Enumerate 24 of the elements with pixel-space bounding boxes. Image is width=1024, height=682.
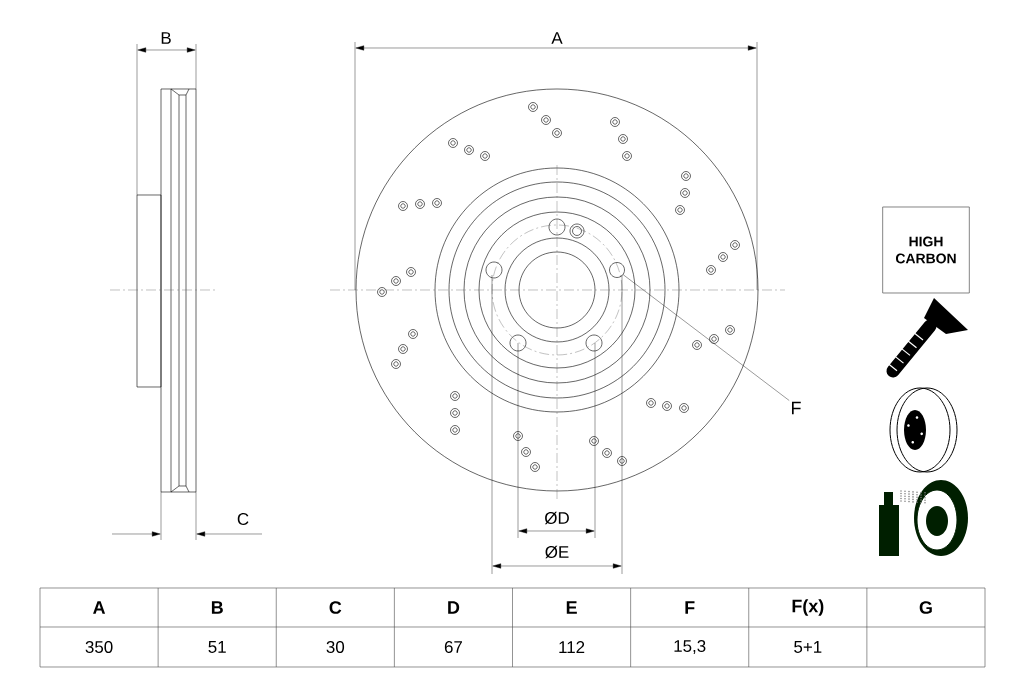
column-header: E [566,601,577,614]
value-text: 5+1 [794,641,822,653]
column-header: F [685,601,695,614]
leader-line [623,274,790,401]
column-header: D [448,601,460,614]
column-header: B [211,601,223,614]
value-text: 15,3 [674,640,706,654]
material-badge: HIGH CARBON [882,206,970,294]
dimension-label: B [161,32,171,44]
value-text: 112 [559,641,585,653]
column-header: C [329,601,342,614]
column-header: G [919,601,932,614]
dimension-label: ØD [544,511,569,525]
dimension-label: A [551,32,563,44]
value-text: 350 [85,641,113,653]
value-text: 30 [326,641,345,653]
callout-letter: F [792,401,801,415]
dimension-label: C [237,513,249,525]
dimension-label: ØE [545,545,569,559]
value-text: 51 [208,641,226,653]
bolt-hole [609,262,625,278]
column-header: A [93,601,106,614]
column-header: F(x) [792,599,824,616]
value-text: 67 [444,641,462,653]
